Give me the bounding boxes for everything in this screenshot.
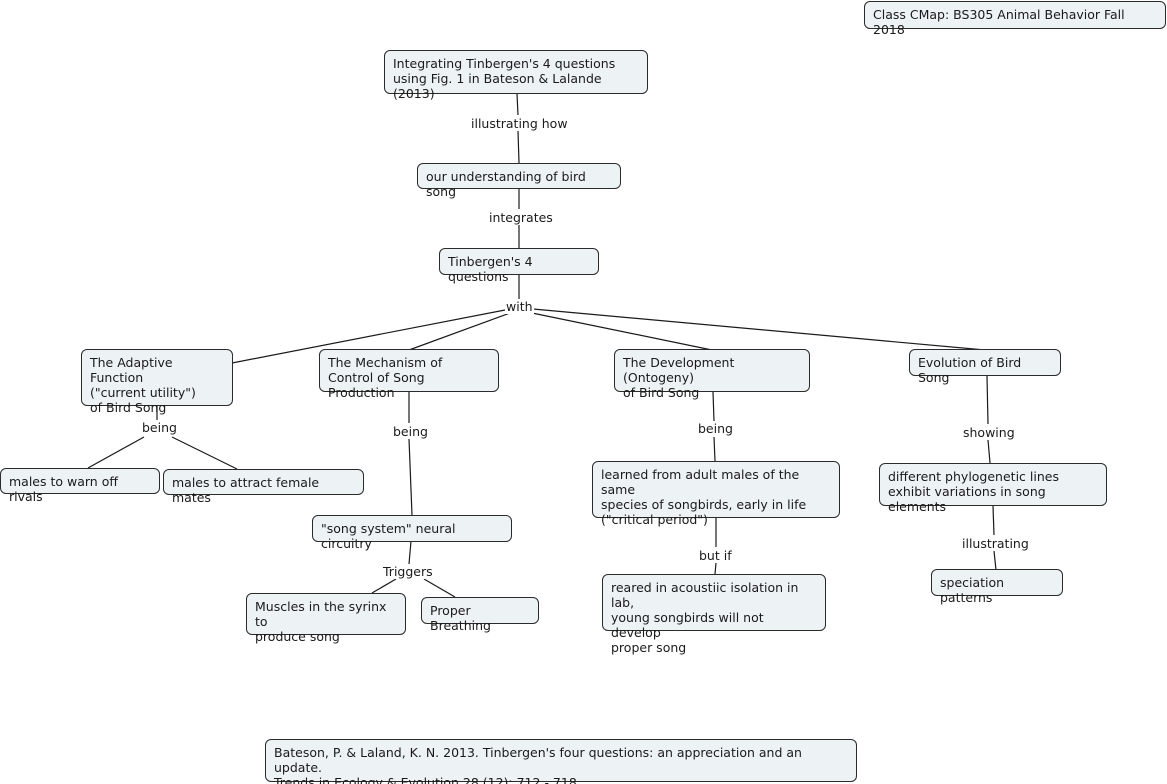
phrase-being-development[interactable]: being: [697, 421, 734, 436]
link-integrating-illustrating-how: [516, 93, 519, 116]
concept-development-ontogeny[interactable]: The Development (Ontogeny) of Bird Song: [614, 349, 810, 400]
link-being-attract-mates: [171, 436, 238, 470]
concept-reared-in-isolation[interactable]: reared in acoustiic isolation in lab, yo…: [602, 574, 826, 655]
link-illustrating-how-understanding: [517, 130, 520, 164]
concept-warn-off-rivals[interactable]: males to warn off rivals: [0, 468, 160, 504]
phrase-being-adaptive[interactable]: being: [141, 420, 178, 435]
concept-mechanism-control[interactable]: The Mechanism of Control of Song Product…: [319, 349, 499, 400]
phrase-being-mechanism[interactable]: being: [392, 424, 429, 439]
concept-integrating-tinbergen[interactable]: Integrating Tinbergen's 4 questions usin…: [384, 50, 648, 101]
concept-muscles-syrinx[interactable]: Muscles in the syrinx to produce song: [246, 593, 406, 644]
link-song-system-triggers: [408, 540, 412, 565]
link-illustrating-speciation: [993, 550, 997, 571]
phrase-showing[interactable]: showing: [962, 425, 1016, 440]
concept-song-system-circuitry[interactable]: "song system" neural circuitry: [312, 515, 512, 551]
concept-proper-breathing[interactable]: Proper Breathing: [421, 597, 539, 633]
link-being-warn-rivals: [87, 436, 145, 469]
link-development-being: [712, 391, 715, 422]
phrase-integrates[interactable]: integrates: [488, 210, 554, 225]
link-being-song-system: [408, 438, 413, 516]
link-evolution-showing: [986, 375, 989, 425]
class-cmap-header: Class CMap: BS305 Animal Behavior Fall 2…: [864, 1, 1166, 37]
concept-phylogenetic-lines[interactable]: different phylogenetic lines exhibit var…: [879, 463, 1107, 514]
concept-evolution-bird-song[interactable]: Evolution of Bird Song: [909, 349, 1061, 385]
concept-attract-female-mates[interactable]: males to attract female mates: [163, 469, 364, 505]
concept-adaptive-function[interactable]: The Adaptive Function ("current utility"…: [81, 349, 233, 415]
phrase-but-if[interactable]: but if: [698, 548, 733, 563]
link-showing-phylogenetic: [987, 439, 991, 464]
phrase-illustrating-how[interactable]: illustrating how: [470, 116, 569, 131]
link-triggers-syrinx: [371, 578, 397, 594]
link-with-development: [531, 312, 713, 351]
concept-learned-from-adults[interactable]: learned from adult males of the same spe…: [592, 461, 840, 527]
link-being-learned: [713, 436, 716, 462]
phrase-illustrating[interactable]: illustrating: [961, 536, 1030, 551]
phrase-triggers[interactable]: Triggers: [382, 564, 434, 579]
citation-reference: Bateson, P. & Laland, K. N. 2013. Tinber…: [265, 739, 857, 784]
link-with-mechanism: [408, 312, 511, 351]
concept-understanding-bird-song[interactable]: our understanding of bird song: [417, 163, 621, 199]
link-phylogenetic-illustrating: [992, 505, 995, 536]
phrase-with[interactable]: with: [505, 299, 534, 314]
link-with-evolution: [532, 308, 986, 351]
link-but-if-reared: [714, 562, 717, 575]
link-triggers-breathing: [423, 578, 456, 598]
link-with-adaptive: [231, 309, 506, 364]
concept-tinbergens-4-questions[interactable]: Tinbergen's 4 questions: [439, 248, 599, 284]
concept-speciation-patterns[interactable]: speciation patterns: [931, 569, 1063, 605]
